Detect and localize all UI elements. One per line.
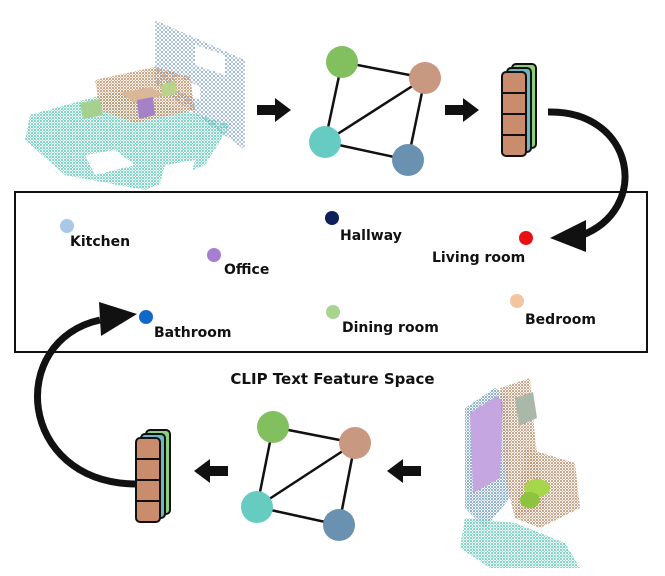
graph-node-left xyxy=(309,126,341,158)
arrow-right-1 xyxy=(257,98,291,122)
arrow-left-2 xyxy=(387,459,421,483)
scene-graph-bottom xyxy=(241,411,371,541)
dining-room-dot xyxy=(326,305,340,319)
bathroom-dot xyxy=(139,310,153,324)
arrow-right-2 xyxy=(445,98,479,122)
graph-node-left xyxy=(241,491,273,523)
office-dot xyxy=(207,248,221,262)
bedroom-dot xyxy=(510,294,524,308)
curved-arrow-top xyxy=(547,108,629,252)
hallway-dot xyxy=(325,211,339,225)
curved-arrow-bottom xyxy=(34,302,137,488)
graph-node-right xyxy=(409,62,441,94)
arrow-left-1 xyxy=(194,459,228,483)
graph-node-right xyxy=(339,427,371,459)
kitchen-label: Kitchen xyxy=(70,234,131,250)
office-label: Office xyxy=(224,262,270,278)
graph-node-top xyxy=(257,411,289,443)
living-room-dot xyxy=(519,231,533,245)
feature-stack-bottom xyxy=(135,429,171,523)
bedroom-label: Bedroom xyxy=(525,312,596,328)
kitchen-dot xyxy=(60,219,74,233)
graph-node-bottom xyxy=(392,144,424,176)
bathroom-label: Bathroom xyxy=(154,325,232,341)
feature-stack-top xyxy=(501,63,537,157)
feature-space-title: CLIP Text Feature Space xyxy=(230,370,435,388)
feature-space-box xyxy=(14,191,648,353)
graph-node-bottom xyxy=(323,509,355,541)
point-cloud-top xyxy=(25,20,245,190)
dining-room-label: Dining room xyxy=(342,320,439,336)
graph-node-top xyxy=(326,46,358,78)
point-cloud-bottom xyxy=(460,378,580,568)
scene-graph-top xyxy=(309,46,441,176)
hallway-label: Hallway xyxy=(340,228,402,244)
living-room-label: Living room xyxy=(432,250,526,266)
